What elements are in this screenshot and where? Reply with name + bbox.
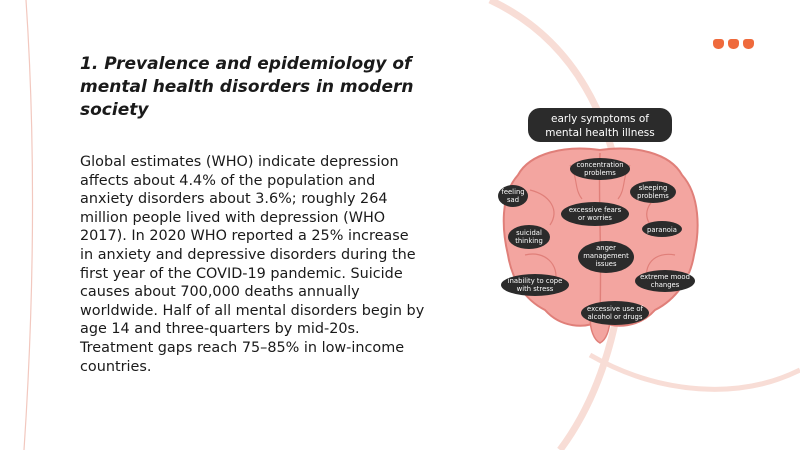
symptom-stress: inability to cope with stress: [501, 274, 569, 296]
symptom-bubble: [642, 221, 682, 237]
symptom-sleeping: sleeping problems: [630, 181, 676, 203]
symptom-text: problems: [637, 192, 669, 200]
symptom-bubble: [581, 301, 649, 325]
symptom-substance: excessive use of alcohol or drugs: [581, 301, 649, 325]
symptom-text: suicidal: [516, 229, 542, 237]
symptom-bubble: [635, 270, 695, 292]
symptom-text: sad: [507, 196, 519, 204]
symptom-feeling-sad: feeling sad: [498, 185, 528, 207]
symptom-anger: anger management issues: [578, 241, 634, 273]
symptom-text: anger: [596, 244, 616, 252]
symptom-text: feeling: [501, 188, 524, 196]
dot-icon: [743, 39, 754, 49]
symptom-text: management: [583, 252, 629, 260]
heading-line-2: mental health illness: [545, 127, 655, 139]
symptom-text: extreme mood: [640, 273, 690, 281]
brain-illustration: early symptoms of mental health illness …: [498, 108, 699, 344]
symptom-bubble: [498, 185, 528, 207]
symptom-bubble: [630, 181, 676, 203]
dot-icon: [728, 39, 739, 49]
symptom-text: issues: [595, 260, 616, 268]
symptom-text: sleeping: [639, 184, 668, 192]
inner-arc: [588, 352, 800, 392]
symptom-bubble: [578, 241, 634, 273]
symptom-bubble: [501, 274, 569, 296]
left-edge-line: [23, 0, 34, 450]
symptom-suicidal: suicidal thinking: [508, 225, 550, 249]
symptom-concentration: concentration problems: [570, 158, 630, 180]
body-paragraph: Global estimates (WHO) indicate depressi…: [80, 154, 425, 375]
symptom-paranoia: paranoia: [642, 221, 682, 237]
brain-fold: [529, 189, 555, 226]
heading-line-1: early symptoms of: [551, 113, 649, 125]
symptom-text: inability to cope: [508, 277, 563, 285]
symptom-bubble: [561, 202, 629, 226]
symptom-text: concentration: [576, 161, 623, 169]
symptom-text: with stress: [517, 285, 554, 293]
symptom-bubble: [508, 225, 550, 249]
symptom-text: thinking: [515, 237, 543, 245]
slide-title: 1. Prevalence and epidemiology of mental…: [80, 54, 414, 120]
symptom-mood: extreme mood changes: [635, 270, 695, 292]
symptom-text: changes: [651, 281, 680, 289]
three-orange-dots-icon: [713, 39, 757, 51]
symptom-text: alcohol or drugs: [588, 313, 643, 321]
symptom-fears: excessive fears or worries: [561, 202, 629, 226]
illustration-heading: early symptoms of mental health illness: [528, 108, 672, 142]
dot-icon: [713, 39, 724, 49]
symptom-text: excessive fears: [569, 206, 622, 214]
symptom-bubble: [570, 158, 630, 180]
heading-bubble: [528, 108, 672, 142]
symptom-text: or worries: [578, 214, 612, 222]
symptom-text: problems: [584, 169, 616, 177]
symptom-text: excessive use of: [587, 305, 644, 313]
symptom-text: paranoia: [647, 226, 677, 234]
